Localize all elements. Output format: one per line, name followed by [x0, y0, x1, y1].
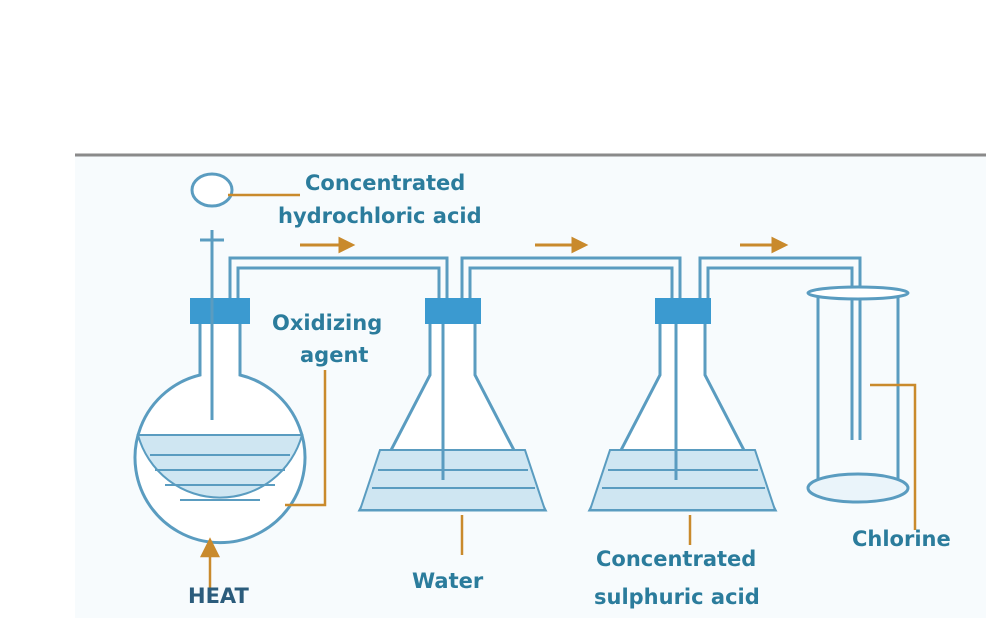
conical-flask-sulphuric-acid	[587, 298, 778, 512]
heat-label: HEAT	[188, 584, 250, 608]
dropping-funnel	[190, 172, 234, 208]
stopper	[190, 298, 250, 324]
hcl-label-line2: hydrochloric acid	[278, 204, 482, 228]
sulphuric-acid-label-line1: Concentrated	[596, 547, 756, 571]
chlorine-label: Chlorine	[852, 527, 951, 551]
round-bottom-flask	[133, 172, 307, 545]
delivery-tubes	[228, 256, 862, 440]
stopper	[655, 298, 711, 324]
hcl-label-line1: Concentrated	[305, 171, 465, 195]
flow-arrow-icon	[771, 236, 789, 254]
sulphuric-acid-liquid	[588, 449, 777, 511]
flow-arrow-icon	[571, 236, 589, 254]
flow-arrows	[300, 236, 789, 254]
tube-flask-to-water	[228, 256, 449, 300]
oxidizing-agent-label-line1: Oxidizing	[272, 311, 382, 335]
gas-jar	[806, 285, 910, 504]
oxidizing-agent-label-line2: agent	[300, 343, 368, 367]
tube-acid-to-jar	[698, 256, 862, 440]
conical-flask-water	[357, 298, 548, 512]
stopper	[425, 298, 481, 324]
sulphuric-acid-label-line2: sulphuric acid	[594, 585, 760, 609]
water-liquid	[358, 449, 547, 511]
label-pointers	[199, 193, 917, 590]
oxidizing-agent-liquid	[136, 434, 304, 499]
tube-water-to-acid	[460, 256, 682, 300]
flow-arrow-icon	[338, 236, 356, 254]
water-label: Water	[412, 569, 484, 593]
